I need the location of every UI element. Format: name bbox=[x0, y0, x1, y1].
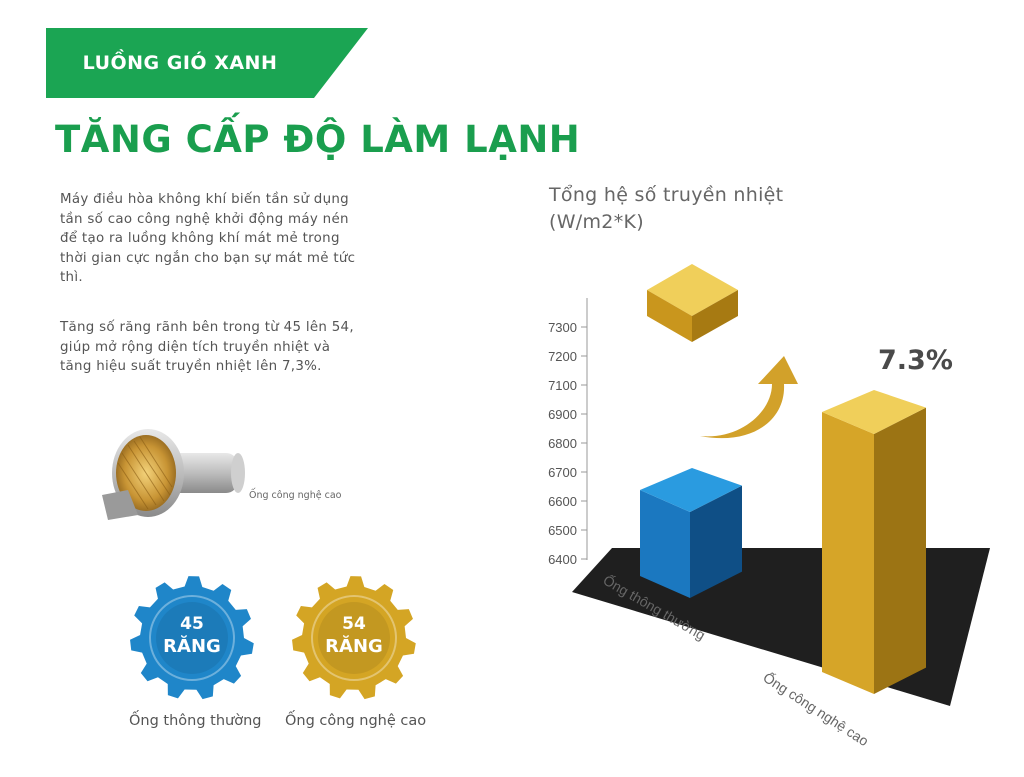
copper-tube-image bbox=[98, 415, 248, 534]
paragraph-grooves: Tăng số răng rãnh bên trong từ 45 lên 54… bbox=[60, 320, 354, 374]
y-tick-label: 6700 bbox=[548, 465, 577, 480]
gear-54-gold: 54 RĂNG bbox=[290, 574, 418, 702]
gear-word: RĂNG bbox=[163, 636, 221, 657]
gear-45-blue: 45 RĂNG bbox=[128, 574, 256, 702]
y-tick-label: 6600 bbox=[548, 494, 577, 509]
y-tick-label: 7300 bbox=[548, 320, 577, 335]
increase-arrow bbox=[700, 356, 798, 439]
gear-caption-hightech: Ống công nghệ cao bbox=[285, 713, 427, 729]
gear-number: 54 bbox=[342, 614, 366, 634]
chart-title: Tổng hệ số truyền nhiệt (W/m2*K) bbox=[549, 184, 784, 233]
y-tick-label: 7100 bbox=[548, 378, 577, 393]
y-tick-label: 6800 bbox=[548, 436, 577, 451]
headline: TĂNG CẤP ĐỘ LÀM LẠNH bbox=[55, 118, 581, 161]
y-tick-label: 6900 bbox=[548, 407, 577, 422]
paragraph-intro: Máy điều hòa không khí biến tần sử dụng … bbox=[60, 192, 356, 285]
gear-caption-normal: Ống thông thường bbox=[129, 713, 262, 729]
gear-number: 45 bbox=[180, 614, 204, 634]
banner-shape bbox=[46, 28, 368, 98]
gear-word: RĂNG bbox=[325, 636, 383, 657]
gold-cube bbox=[647, 264, 738, 342]
gear-icon bbox=[292, 576, 416, 700]
y-tick-label: 7200 bbox=[548, 349, 577, 364]
increase-annotation: 7.3% bbox=[878, 345, 953, 376]
tube-caption: Ống công nghệ cao bbox=[249, 490, 342, 501]
y-tick-label: 6500 bbox=[548, 523, 577, 538]
bar-ong-cong-nghe-cao bbox=[822, 390, 926, 694]
y-tick-label: 6400 bbox=[548, 552, 577, 567]
banner-label: LUỒNG GIÓ XANH bbox=[82, 52, 278, 74]
bar-ong-thong-thuong bbox=[640, 468, 742, 598]
gear-icon bbox=[130, 576, 254, 700]
